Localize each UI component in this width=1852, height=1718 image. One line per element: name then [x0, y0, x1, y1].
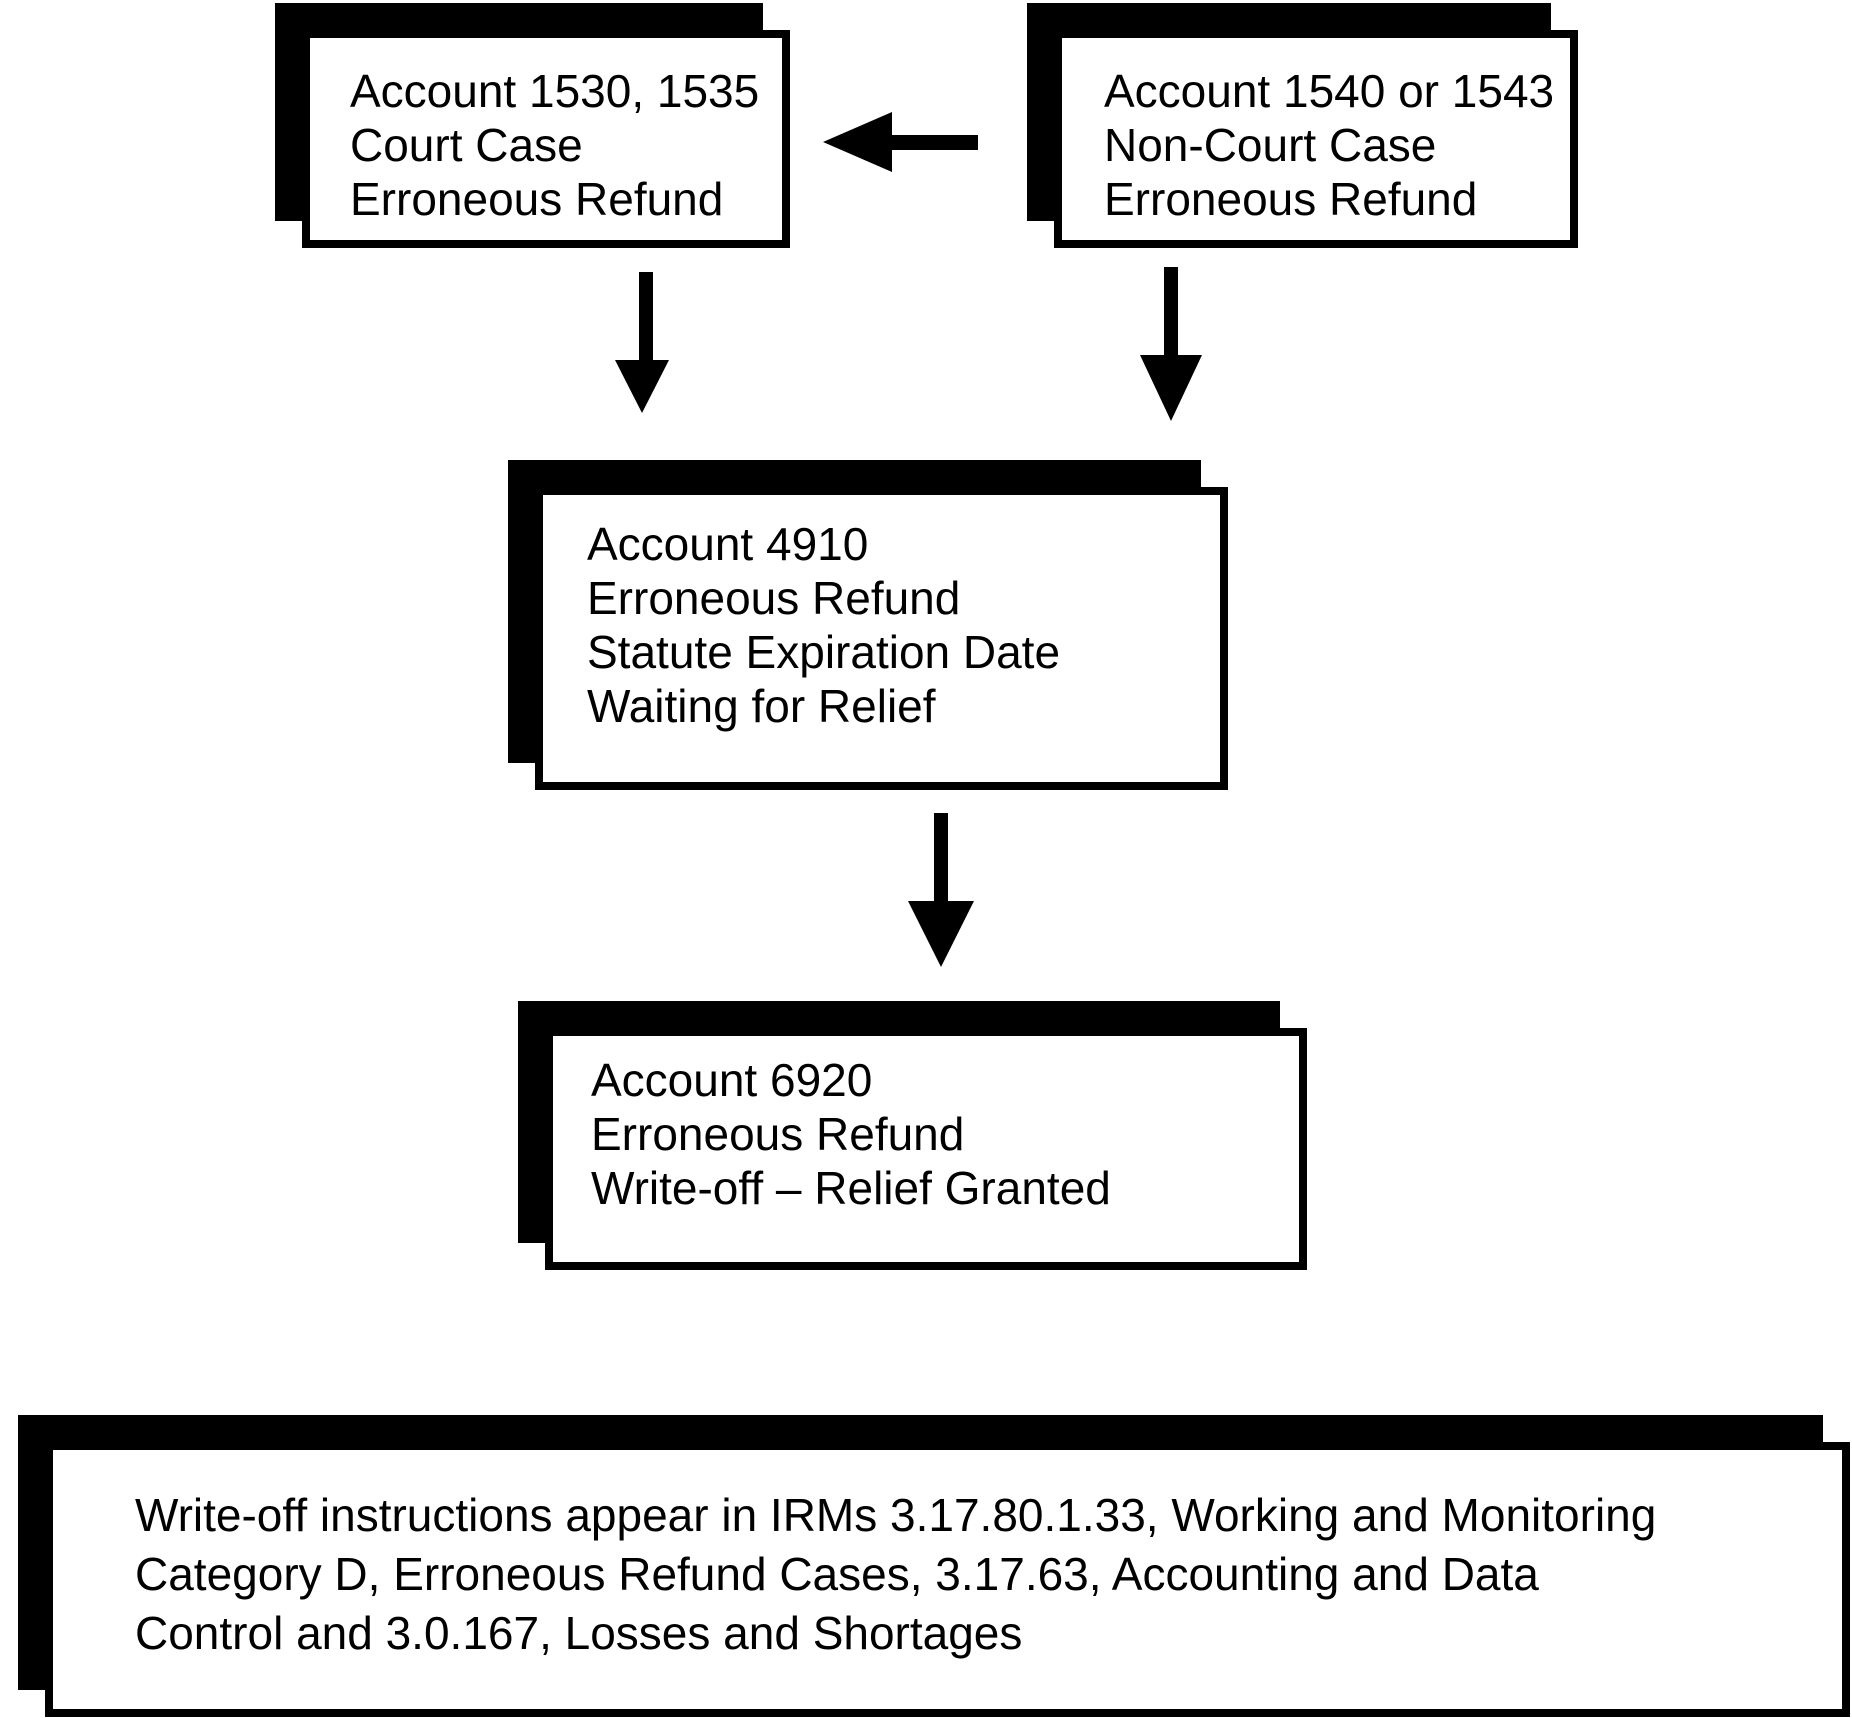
box-court-case-erroneous-refund: Account 1530, 1535 Court Case Erroneous …: [302, 30, 790, 248]
box-statute-line: Account 4910: [587, 518, 869, 570]
arrow-down-shaft: [934, 813, 948, 903]
box-non-court-case-line: Erroneous Refund: [1104, 173, 1478, 225]
box-statute-expiration-waiting-for-relief: Account 4910 Erroneous Refund Statute Ex…: [535, 487, 1228, 790]
arrow-down-shaft: [1164, 267, 1178, 357]
box-write-off-line: Account 6920: [591, 1054, 873, 1106]
arrow-left-icon: [823, 112, 892, 172]
box-write-off-line: Erroneous Refund: [591, 1108, 965, 1160]
note-line: Write-off instructions appear in IRMs 3.…: [135, 1489, 1657, 1541]
box-non-court-case-line: Non-Court Case: [1104, 119, 1437, 171]
box-court-case-line: Erroneous Refund: [350, 173, 724, 225]
box-write-off-line: Write-off – Relief Granted: [591, 1162, 1111, 1214]
box-statute-line: Erroneous Refund: [587, 572, 961, 624]
arrow-down-icon: [615, 360, 669, 413]
box-statute-line: Waiting for Relief: [587, 680, 936, 732]
box-non-court-case-line: Account 1540 or 1543: [1104, 65, 1555, 117]
box-write-off-relief-granted: Account 6920 Erroneous Refund Write-off …: [545, 1028, 1307, 1270]
box-non-court-case-erroneous-refund: Account 1540 or 1543 Non-Court Case Erro…: [1054, 30, 1578, 248]
box-court-case-line: Account 1530, 1535: [350, 65, 760, 117]
arrow-left-shaft: [890, 135, 978, 150]
box-write-off-instructions-note: Write-off instructions appear in IRMs 3.…: [45, 1442, 1850, 1717]
box-court-case-line: Court Case: [350, 119, 583, 171]
box-statute-line: Statute Expiration Date: [587, 626, 1061, 678]
note-line: Category D, Erroneous Refund Cases, 3.17…: [135, 1548, 1539, 1600]
arrow-down-shaft: [639, 272, 653, 362]
arrow-down-icon: [908, 901, 974, 967]
arrow-down-icon: [1140, 355, 1202, 421]
note-line: Control and 3.0.167, Losses and Shortage…: [135, 1607, 1023, 1659]
